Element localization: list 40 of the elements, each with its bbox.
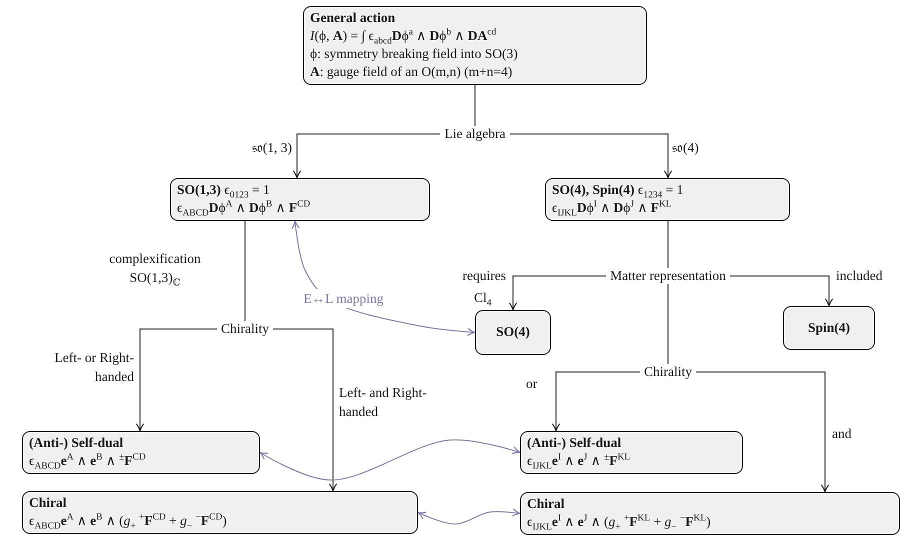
rounded-box xyxy=(545,178,790,221)
box-heading: Chiral xyxy=(527,495,566,513)
formula-text: ϵ$_{ABCD}$e$^{A}$ ∧ e$^{B}$ ∧ (g$_{+}$ $^{+}$F$^{CD}$ + g$_{−}$ $^{−}$F$^{CD}$) xyxy=(29,512,228,530)
box-heading: General action xyxy=(310,9,396,27)
rounded-box xyxy=(170,178,430,221)
edge-label: 𝔰𝔬(1, 3) xyxy=(250,139,292,157)
formula-text: A: gauge field of an O(m,n) (m+n=4) xyxy=(310,63,514,81)
edge-label: Left- and Right-handed xyxy=(339,384,428,421)
formula-text: ϵ$_{IJKL}$e$^{I}$ ∧ e$^{J}$ ∧ (g$_{+}$ $^{+}$F$^{KL}$ + g$_{−}$ $^{−}$F$^{KL}$) xyxy=(527,513,712,531)
formula-text: ϵ$_{IJKL}$Dϕ$^{I}$ ∧ Dϕ$^{J}$ ∧ F$^{KL}$ xyxy=(552,199,673,217)
box-heading: (Anti-) Self-dual xyxy=(29,434,124,452)
edge-label: complexification SO(1,3)$_{ℂ}$ xyxy=(108,250,202,287)
box-title: Spin(4) xyxy=(808,318,850,336)
rounded-box xyxy=(520,492,900,535)
formula-text: ϵ$_{ABCD}$e$^{A}$ ∧ e$^{B}$ ∧ $^{±}$F$^{CD}$ xyxy=(29,452,147,470)
formula-text: ϵ$_{IJKL}$e$^{I}$ ∧ e$^{J}$ ∧ $^{±}$F$^{KL}$ xyxy=(527,452,632,470)
edge-label: 𝔰𝔬(4) xyxy=(672,139,700,157)
annotation-label: Cl$_{4}$ xyxy=(474,291,492,305)
rounded-box xyxy=(475,310,551,355)
rounded-box xyxy=(783,306,875,350)
connector-line xyxy=(474,84,476,126)
box-title: SO(4) xyxy=(496,323,530,341)
box-heading: Chiral xyxy=(29,494,68,512)
connector-line xyxy=(244,220,246,322)
box-heading: (Anti-) Self-dual xyxy=(527,434,622,452)
edge-label: included xyxy=(836,267,884,285)
edge-label: and xyxy=(832,425,852,443)
edge-label: requires xyxy=(462,267,506,285)
rounded-box xyxy=(303,6,647,85)
box-heading: SO(4), Spin(4) ϵ$_{1234}$ = 1 xyxy=(552,181,684,199)
formula-text: ϵ$_{ABCD}$Dϕ$^{A}$ ∧ Dϕ$^{B}$ ∧ F$^{CD}$ xyxy=(177,199,312,217)
formula-text: I(ϕ, A) = ∫ ϵ$_{abcd}$Dϕ$^{a}$ ∧ Dϕ$^{b}$ ∧ DA$^{cd}$ xyxy=(310,27,498,45)
formula-text: ϕ: symmetry breaking field into SO(3) xyxy=(310,45,519,63)
box-heading: SO(1,3) ϵ$_{0123}$ = 1 xyxy=(177,181,270,199)
branch-label: Matter representation xyxy=(606,268,730,284)
edge-label: Left- or Right-handed xyxy=(54,349,134,386)
rounded-box xyxy=(520,431,743,474)
rounded-box xyxy=(22,491,418,534)
rounded-box xyxy=(22,431,260,474)
edge-label: or xyxy=(526,375,538,393)
